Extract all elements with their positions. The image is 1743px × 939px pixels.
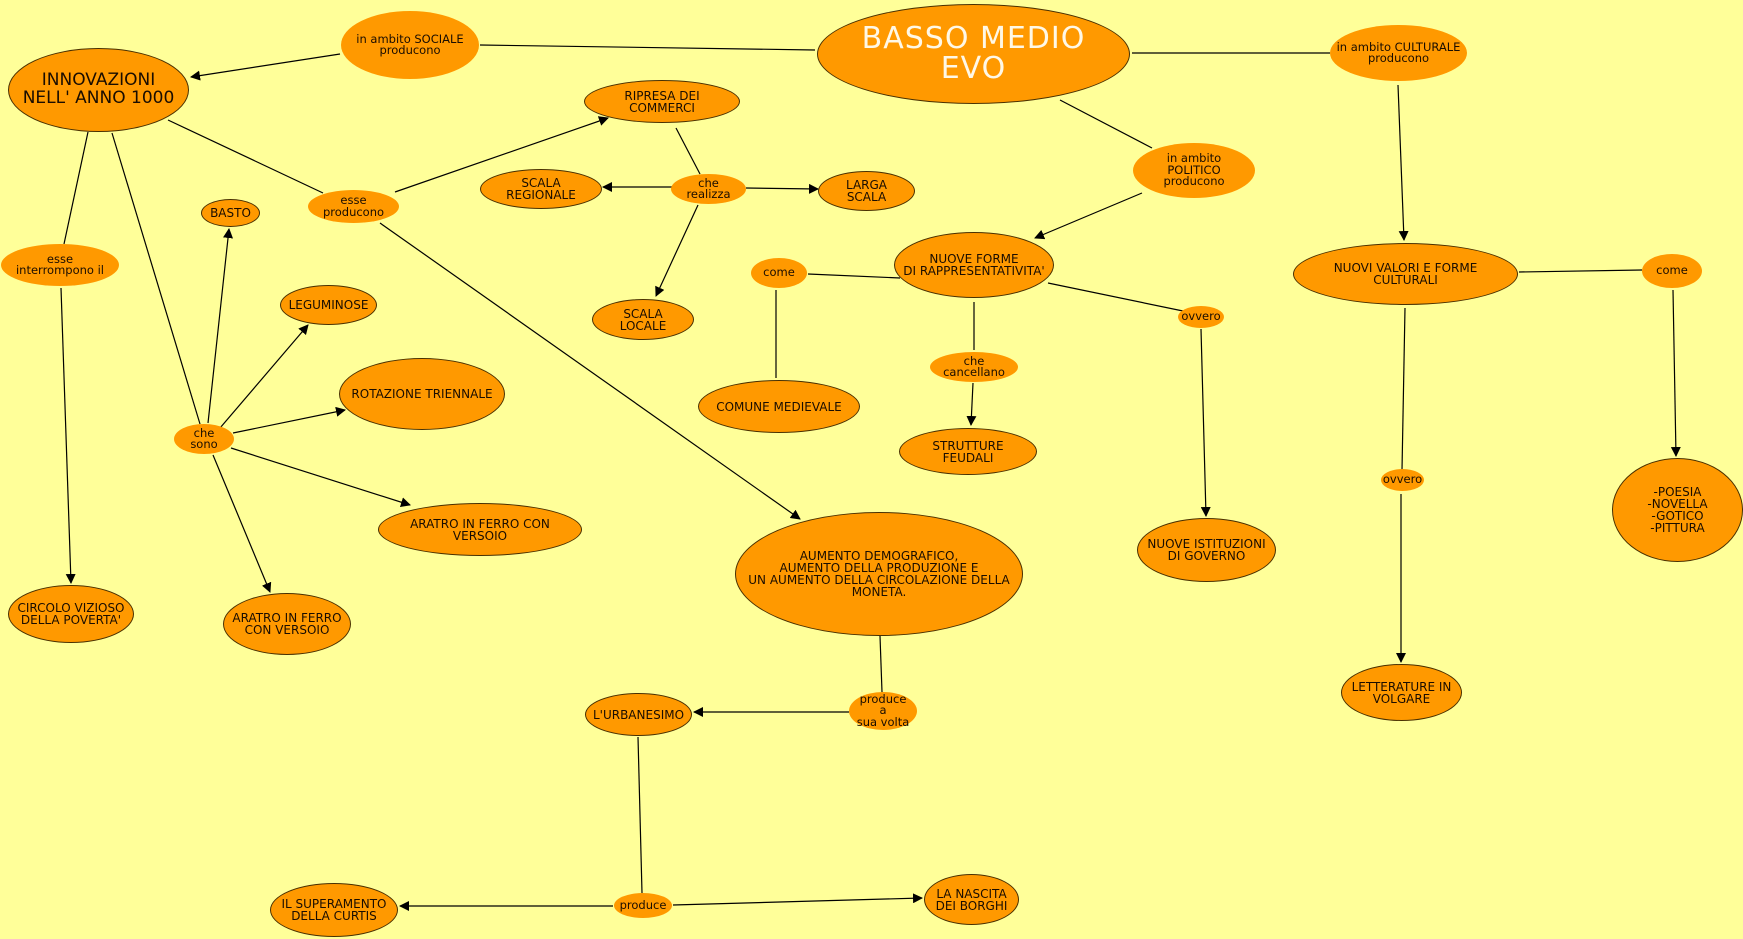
edge-nuoveforme-ovvero1 (1047, 282, 1184, 312)
edge-ripresa-chereal (675, 127, 701, 175)
node-aumento-demografico: AUMENTO DEMOGRAFICO, AUMENTO DELLA PRODU… (735, 512, 1023, 636)
node-come-1: come (751, 258, 807, 288)
node-produce: produce (614, 893, 672, 918)
edge-come1-nuoveforme (807, 273, 901, 279)
node-che-cancellano: che cancellano (930, 352, 1018, 382)
node-ambito-sociale: in ambito SOCIALE producono (341, 11, 479, 79)
node-aratro-ferro-2: ARATRO IN FERRO CON VERSOIO (223, 593, 351, 655)
node-scala-locale: SCALA LOCALE (592, 299, 694, 340)
edge-ovvero1-istituzioni (1200, 328, 1211, 517)
edge-checanc-strutture (966, 382, 977, 426)
node-ovvero-1: ovvero (1178, 306, 1224, 328)
node-comune-medievale: COMUNE MEDIEVALE (698, 380, 860, 433)
edge-nuovivalori-ovvero2 (1401, 307, 1406, 471)
edge-chesono-basto (207, 228, 234, 424)
edge-chesono-aratro1 (230, 447, 411, 508)
edge-urbanesimo-produce (637, 736, 643, 894)
node-innovazioni: INNOVAZIONI NELL' ANNO 1000 (8, 48, 189, 132)
node-poesia-list: -POESIA -NOVELLA -GOTICO -PITTURA (1612, 458, 1743, 562)
node-scala-regionale: SCALA REGIONALE (480, 169, 602, 209)
edge-chereal-larga (745, 183, 819, 194)
node-ripresa-commerci: RIPRESA DEI COMMERCI (584, 80, 740, 123)
node-nuove-forme: NUOVE FORME DI RAPPRESENTATIVITA' (894, 232, 1054, 298)
edge-esseproducono-ripresa (394, 116, 609, 193)
edge-innovazioni-esseproducono (167, 119, 324, 194)
node-circolo-vizioso: CIRCOLO VIZIOSO DELLA POVERTA' (8, 585, 134, 643)
edge-politico-nuoveforme (1034, 192, 1143, 240)
node-rotazione-triennale: ROTAZIONE TRIENNALE (339, 358, 505, 430)
node-ovvero-2: ovvero (1381, 469, 1424, 491)
edge-innovazioni-esseinterr (63, 131, 89, 245)
edge-culturale-nuovivalori (1397, 84, 1409, 241)
node-basto: BASTO (201, 199, 260, 227)
edge-esseinterr-circolo (60, 287, 76, 584)
node-superamento-curtis: IL SUPERAMENTO DELLA CURTIS (270, 883, 398, 937)
node-strutture-feudali: STRUTTURE FEUDALI (899, 428, 1037, 475)
node-esse-producono: esse producono (308, 190, 399, 223)
node-che-sono: che sono (174, 424, 234, 454)
edge-chesono-aratro2 (212, 454, 272, 593)
edge-aumento-produceasua (879, 635, 883, 693)
node-leguminose: LEGUMINOSE (280, 285, 377, 325)
edge-basso-politico (1059, 99, 1153, 149)
edge-innovazioni-chesono (111, 132, 201, 425)
edge-chesono-leguminose (219, 324, 309, 429)
node-che-realizza: che realizza (671, 174, 746, 204)
node-nuove-istituzioni: NUOVE ISTITUZIONI DI GOVERNO (1137, 518, 1276, 582)
node-larga-scala: LARGA SCALA (818, 171, 915, 211)
node-come-2: come (1642, 254, 1702, 288)
edge-sociale-innovazioni (190, 53, 341, 81)
node-nuovi-valori: NUOVI VALORI E FORME CULTURALI (1293, 243, 1518, 305)
edge-produce-borghi (672, 893, 923, 906)
edge-esseproducono-aumento (379, 222, 801, 520)
node-urbanesimo: L'URBANESIMO (585, 693, 692, 736)
node-letterature-volgare: LETTERATURE IN VOLGARE (1341, 664, 1462, 721)
edge-nuovivalori-come2 (1518, 269, 1643, 273)
node-aratro-ferro-1: ARATRO IN FERRO CON VERSOIO (378, 503, 582, 556)
edge-chereal-locale (655, 204, 699, 297)
node-basso-medio-evo: BASSO MEDIO EVO (817, 4, 1130, 104)
node-ambito-politico: in ambito POLITICO producono (1133, 143, 1255, 198)
edge-come2-poesia (1670, 289, 1681, 457)
node-nascita-borghi: LA NASCITA DEI BORGHI (924, 874, 1019, 925)
edge-chesono-rotazione (232, 406, 346, 434)
edge-sociale-basso (479, 44, 816, 51)
node-ambito-culturale: in ambito CULTURALE producono (1330, 25, 1467, 81)
node-esse-interrompono: esse interrompono il (1, 244, 119, 286)
node-produce-a-sua-volta: produce a sua volta (849, 692, 917, 730)
